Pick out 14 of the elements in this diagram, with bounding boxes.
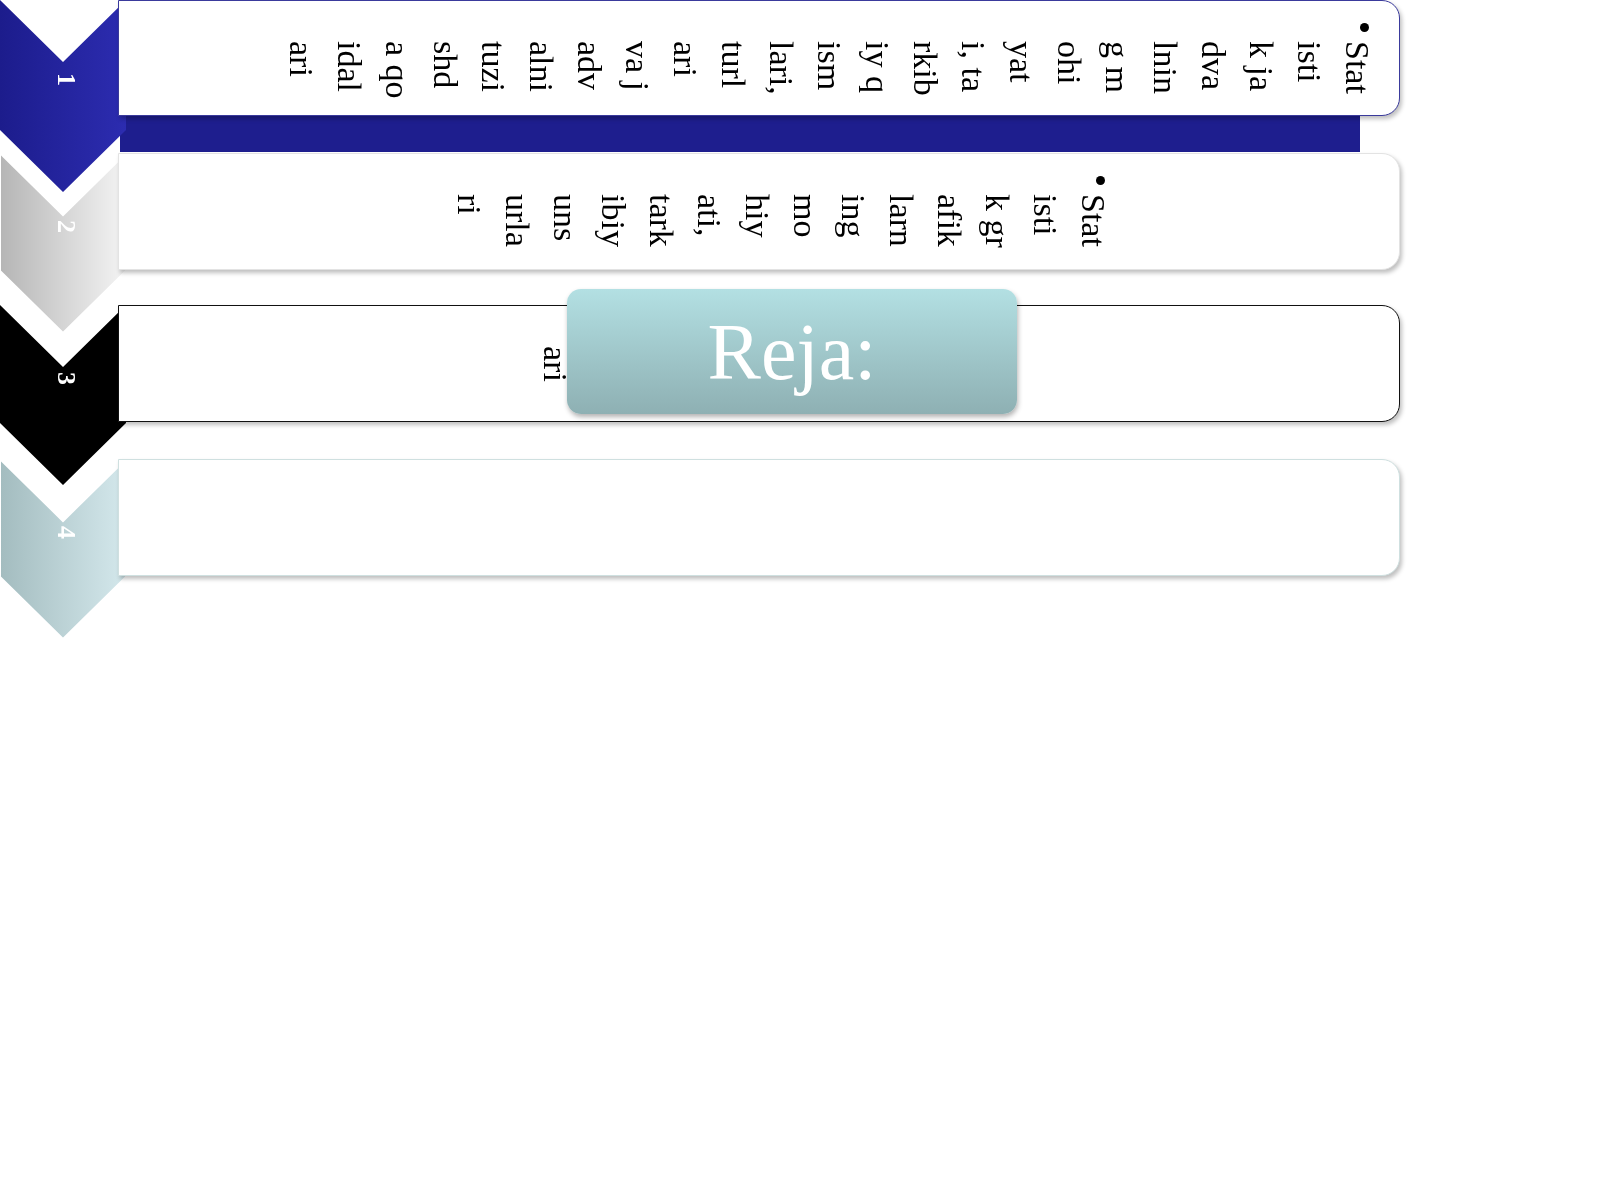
content-box xyxy=(118,153,1400,270)
chevron-marker xyxy=(0,0,126,192)
chevron-marker xyxy=(0,459,126,639)
step-number: 1 xyxy=(51,73,82,86)
vertical-text: Statistik jadvalning mohiyati, tarkibiy qismlari, turlari va jadvalni tuzishda qoidalari xyxy=(282,41,1377,99)
content-box xyxy=(118,0,1400,116)
title-box xyxy=(567,289,1017,414)
step-number: 4 xyxy=(51,526,82,539)
step-number: 3 xyxy=(51,372,82,385)
vertical-text: Statistik grafiklarning mohiyati, tarkibiy unsurlari xyxy=(450,194,1113,250)
chevron-marker xyxy=(0,153,126,333)
vertical-text: ari xyxy=(536,346,575,384)
chevron-marker xyxy=(0,305,126,485)
content-box xyxy=(118,459,1400,576)
